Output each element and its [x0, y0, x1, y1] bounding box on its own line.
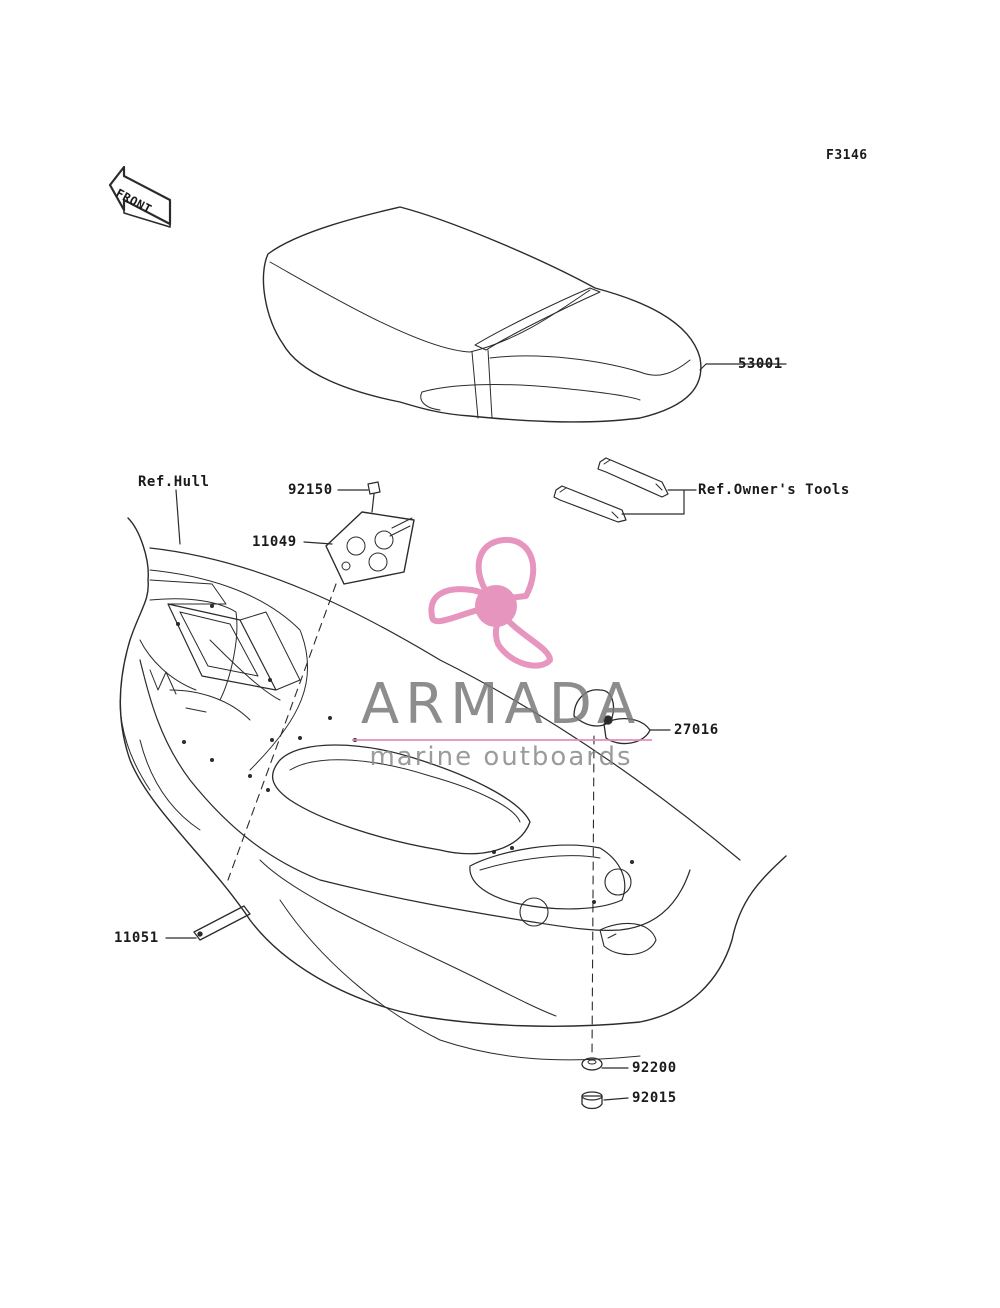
label-ref-hull: Ref.Hull — [138, 474, 210, 490]
watermark-brand: ARMADA — [360, 672, 642, 737]
watermark-rule — [352, 739, 652, 741]
label-cap: 27016 — [674, 722, 719, 738]
plate-shape — [193, 905, 251, 941]
washer-shape — [581, 1057, 603, 1071]
label-grommet: 92015 — [632, 1090, 677, 1106]
label-bolt: 92150 — [288, 482, 333, 498]
label-owners-tools: Ref.Owner's Tools — [698, 482, 850, 498]
bracket-shape — [325, 511, 415, 585]
figure-code: F3146 — [826, 148, 868, 163]
label-washer: 92200 — [632, 1060, 677, 1076]
front-arrow-icon — [108, 165, 172, 228]
label-plate: 11051 — [114, 930, 159, 946]
watermark-tagline: marine outboards — [369, 742, 633, 772]
hull-rivets — [176, 604, 634, 904]
bolt-shape — [367, 481, 381, 513]
armada-logo-icon — [428, 536, 553, 669]
tool-straps-shape — [553, 457, 669, 523]
seat-shape — [262, 206, 702, 423]
grommet-shape — [581, 1091, 603, 1110]
label-seat: 53001 — [738, 356, 783, 372]
leader-lines — [165, 363, 787, 1101]
hull-shape — [119, 517, 787, 1061]
assembly-lines — [227, 583, 595, 1057]
label-bracket: 11049 — [252, 534, 297, 550]
